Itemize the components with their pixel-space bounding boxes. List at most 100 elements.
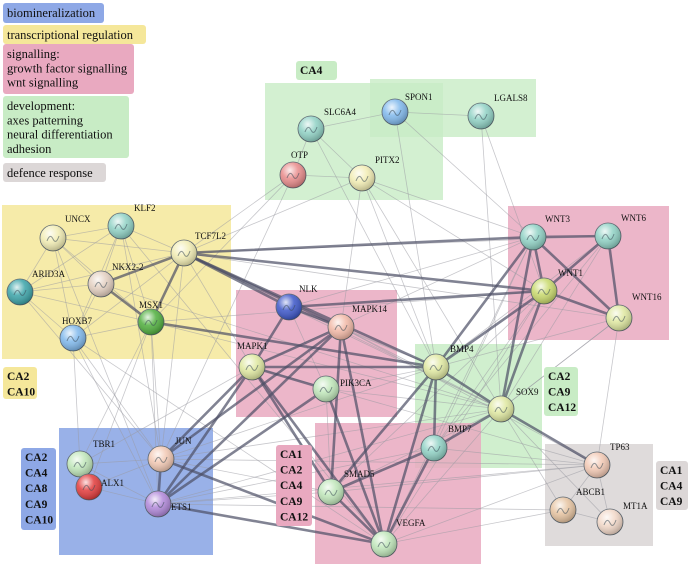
- node-bmp4[interactable]: BMP4: [422, 344, 474, 381]
- node-arid3a[interactable]: ARID3A: [6, 269, 65, 306]
- legend-def: defence response: [3, 163, 106, 182]
- node-label-vegfa: VEGFA: [396, 518, 426, 528]
- node-pik3ca[interactable]: PIK3CA: [312, 375, 372, 403]
- node-tp63[interactable]: TP63: [583, 442, 630, 479]
- edge-msx1-jun: [150, 321, 162, 460]
- node-sox9[interactable]: SOX9: [487, 387, 539, 423]
- edge-pitx2-wnt3: [361, 177, 534, 238]
- node-label-alx1: ALX1: [101, 478, 124, 488]
- node-hoxb7[interactable]: HOXB7: [59, 316, 93, 352]
- edge-spon1-bmp4: [394, 111, 437, 368]
- node-spon1[interactable]: SPON1: [381, 92, 433, 126]
- node-label-otp: OTP: [291, 150, 308, 160]
- edge-mapk1-jun: [159, 365, 254, 461]
- edge-pik3ca-vegfa: [324, 387, 386, 546]
- edge-klf2-msx1: [120, 225, 152, 323]
- edge-mapk14-ets1: [156, 325, 343, 506]
- node-wnt1[interactable]: WNT1: [530, 268, 583, 305]
- node-label-tp63: TP63: [610, 442, 630, 452]
- node-slc6a4[interactable]: SLC6A4: [297, 107, 357, 143]
- edge-sox9-wnt6: [500, 235, 609, 410]
- edge-bmp4-wnt1: [434, 289, 546, 369]
- ca-label-text: CA9: [660, 496, 683, 508]
- edge-pitx2-sox9: [361, 177, 502, 410]
- node-mapk1[interactable]: MAPK1: [237, 341, 268, 381]
- legend-text: transcriptional regulation: [7, 28, 134, 42]
- edge-smad5-tp63: [330, 464, 598, 493]
- node-jun[interactable]: JUN: [147, 436, 192, 473]
- node-uncx[interactable]: UNCX: [39, 214, 91, 252]
- node-otp[interactable]: OTP: [279, 150, 308, 189]
- node-alx1[interactable]: ALX1: [75, 473, 124, 501]
- edge-tcf7l2-nkx2-2: [99, 251, 186, 286]
- ca-label-text: CA4: [300, 65, 323, 77]
- edge-wnt16-tp63: [596, 317, 620, 466]
- node-label-wnt16: WNT16: [632, 292, 662, 302]
- ca-label-text: CA1: [280, 449, 303, 461]
- ca-label-text: CA12: [548, 402, 576, 414]
- node-label-abcb1: ABCB1: [576, 487, 605, 497]
- node-bmp7[interactable]: BMP7: [420, 424, 472, 462]
- node-tbr1[interactable]: TBR1: [66, 439, 115, 478]
- edge-arid3a-msx1: [19, 291, 152, 323]
- edge-pitx2-bmp4: [361, 177, 437, 368]
- node-klf2[interactable]: KLF2: [107, 203, 156, 240]
- edge-bmp4-msx1: [149, 320, 438, 369]
- node-lgals8[interactable]: LGALS8: [467, 93, 528, 130]
- node-label-wnt3: WNT3: [545, 214, 570, 224]
- legend-tr: transcriptional regulation: [3, 25, 146, 44]
- edge-lgals8-wnt1: [480, 115, 545, 292]
- node-nlk[interactable]: NLK: [275, 284, 318, 321]
- carbonic-anhydrase-labels: CA4CA2CA10CA2CA4CA8CA9CA10CA1CA2CA4CA9CA…: [3, 61, 688, 530]
- ca-label-text: CA2: [548, 371, 571, 383]
- node-tcf7l2[interactable]: TCF7L2: [170, 231, 226, 267]
- edge-tcf7l2-jun: [160, 252, 185, 460]
- edge-bmp4-bmp7: [432, 365, 438, 450]
- edge-lgals8-sox9: [480, 115, 502, 410]
- node-wnt6[interactable]: WNT6: [594, 213, 646, 250]
- edge-sox9-tp63: [499, 407, 599, 467]
- legend: biomineralization transcriptional regulat…: [3, 3, 146, 182]
- node-abcb1[interactable]: ABCB1: [549, 487, 605, 524]
- edge-tbr1-ets1: [79, 463, 159, 505]
- node-label-spon1: SPON1: [405, 92, 433, 102]
- edge-hoxb7-ets1: [72, 337, 159, 505]
- edge-bmp7-wnt1: [433, 290, 545, 449]
- edge-mapk14-vegfa: [339, 325, 386, 546]
- edge-nlk-wnt3: [288, 236, 534, 308]
- node-nkx2-2[interactable]: NKX2-2: [87, 262, 144, 298]
- edge-mapk1-ets1: [156, 365, 254, 506]
- node-label-uncx: UNCX: [65, 214, 91, 224]
- node-vegfa[interactable]: VEGFA: [370, 518, 426, 558]
- edge-sox9-wnt3: [499, 235, 535, 411]
- node-label-lgals8: LGALS8: [494, 93, 528, 103]
- edge-bmp4-wnt3: [434, 235, 535, 369]
- node-mt1a[interactable]: MT1A: [596, 501, 648, 536]
- legend-text: biomineralization: [7, 6, 96, 20]
- node-label-pik3ca: PIK3CA: [340, 378, 372, 388]
- node-wnt16[interactable]: WNT16: [605, 292, 662, 332]
- edge-pitx2-tcf7l2: [183, 177, 363, 254]
- ca-label-text: CA2: [25, 452, 48, 464]
- edge-wnt3-wnt16: [531, 235, 621, 320]
- node-mapk14[interactable]: MAPK14: [327, 304, 388, 341]
- edge-wnt16-sox9: [500, 317, 620, 410]
- edge-hoxb7-tbr1: [72, 337, 81, 465]
- node-msx1[interactable]: MSX1: [137, 300, 165, 336]
- edge-jun-tp63: [160, 458, 598, 466]
- node-smad5[interactable]: SMAD5: [317, 469, 375, 506]
- node-wnt3[interactable]: WNT3: [519, 214, 570, 251]
- edge-pitx2-mapk14: [340, 177, 363, 328]
- node-label-hoxb7: HOXB7: [62, 316, 93, 326]
- legend-text: development:: [7, 99, 75, 113]
- node-label-nkx2-2: NKX2-2: [112, 262, 144, 272]
- edge-bmp7-smad5: [329, 446, 436, 494]
- legend-text: signalling:: [7, 47, 60, 61]
- node-label-tbr1: TBR1: [93, 439, 115, 449]
- node-pitx2[interactable]: PITX2: [348, 155, 400, 192]
- ca-label-text: CA12: [280, 511, 308, 523]
- edge-bmp4-smad5: [329, 365, 438, 494]
- node-ets1[interactable]: ETS1: [144, 490, 192, 518]
